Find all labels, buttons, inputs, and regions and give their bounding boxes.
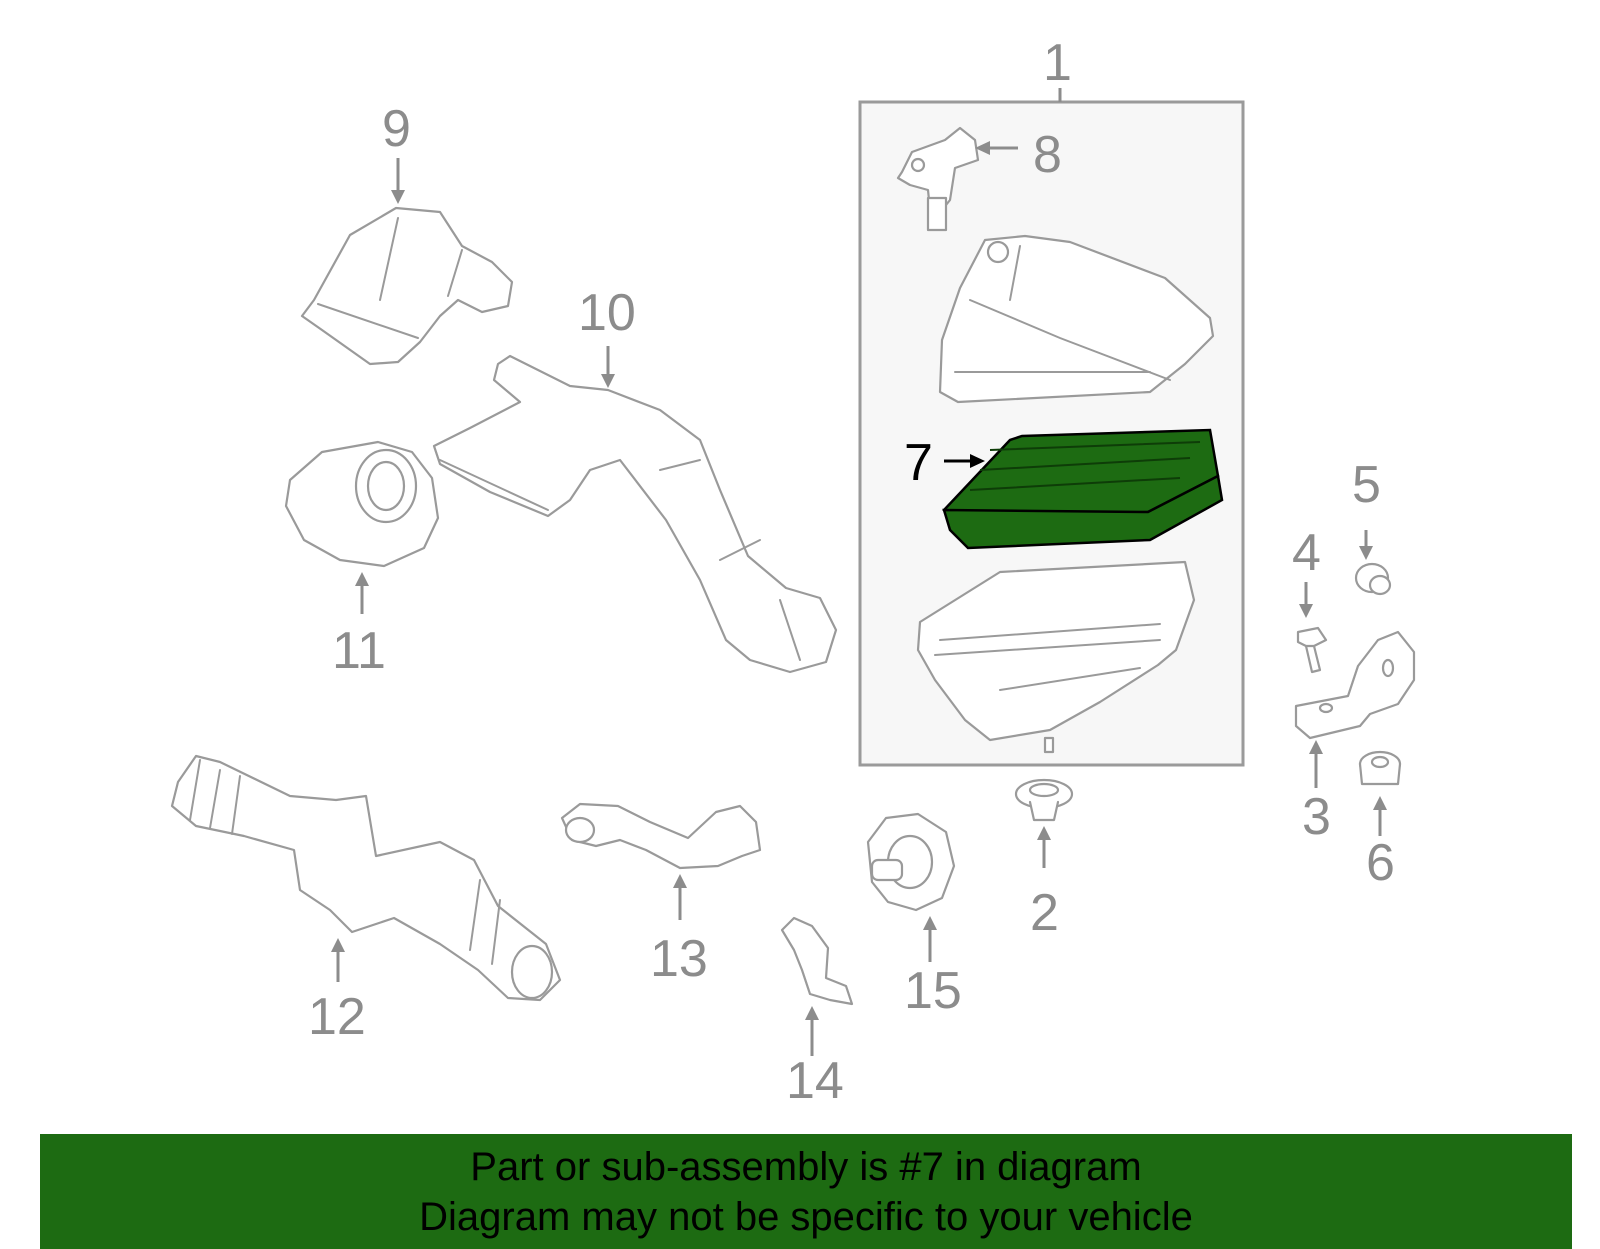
part-10-intake-duct[interactable] <box>432 354 838 674</box>
air-box-cover <box>938 234 1215 404</box>
part-9-air-duct[interactable] <box>300 206 514 366</box>
air-box-lower <box>916 560 1196 754</box>
callout-11[interactable]: 11 <box>332 622 386 680</box>
callout-13[interactable]: 13 <box>650 930 708 988</box>
part-5-nut[interactable] <box>1354 562 1392 596</box>
callout-10[interactable]: 10 <box>578 284 636 342</box>
part-4-bolt[interactable] <box>1296 626 1328 674</box>
part-12-inlet-hose[interactable] <box>170 754 562 1002</box>
part-15-sensor[interactable] <box>866 812 956 912</box>
part-2-grommet[interactable] <box>1014 778 1074 822</box>
part-8-maf-sensor[interactable] <box>896 126 980 232</box>
callout-12[interactable]: 12 <box>308 988 366 1046</box>
callout-14[interactable]: 14 <box>786 1052 844 1110</box>
part-14-clip[interactable] <box>780 916 854 1006</box>
callout-6[interactable]: 6 <box>1366 834 1395 892</box>
callout-4[interactable]: 4 <box>1292 524 1321 582</box>
part-13-hose[interactable] <box>560 802 762 870</box>
info-banner: Part or sub-assembly is #7 in diagram Di… <box>40 1134 1572 1249</box>
callout-15[interactable]: 15 <box>904 962 962 1020</box>
callout-5[interactable]: 5 <box>1352 456 1381 514</box>
banner-line-2: Diagram may not be specific to your vehi… <box>419 1195 1193 1239</box>
air-filter-side <box>942 474 1224 550</box>
callout-2[interactable]: 2 <box>1030 884 1059 942</box>
callout-9[interactable]: 9 <box>382 100 411 158</box>
callout-7[interactable]: 7 <box>904 434 933 492</box>
callout-8[interactable]: 8 <box>1033 126 1062 184</box>
part-11-resonator[interactable] <box>284 440 440 568</box>
callout-3[interactable]: 3 <box>1302 788 1331 846</box>
part-6-grommet[interactable] <box>1358 750 1402 786</box>
callout-1[interactable]: 1 <box>1043 34 1072 92</box>
part-7-air-filter[interactable] <box>942 428 1224 550</box>
banner-line-1: Part or sub-assembly is #7 in diagram <box>470 1145 1142 1189</box>
part-3-bracket[interactable] <box>1294 630 1416 740</box>
